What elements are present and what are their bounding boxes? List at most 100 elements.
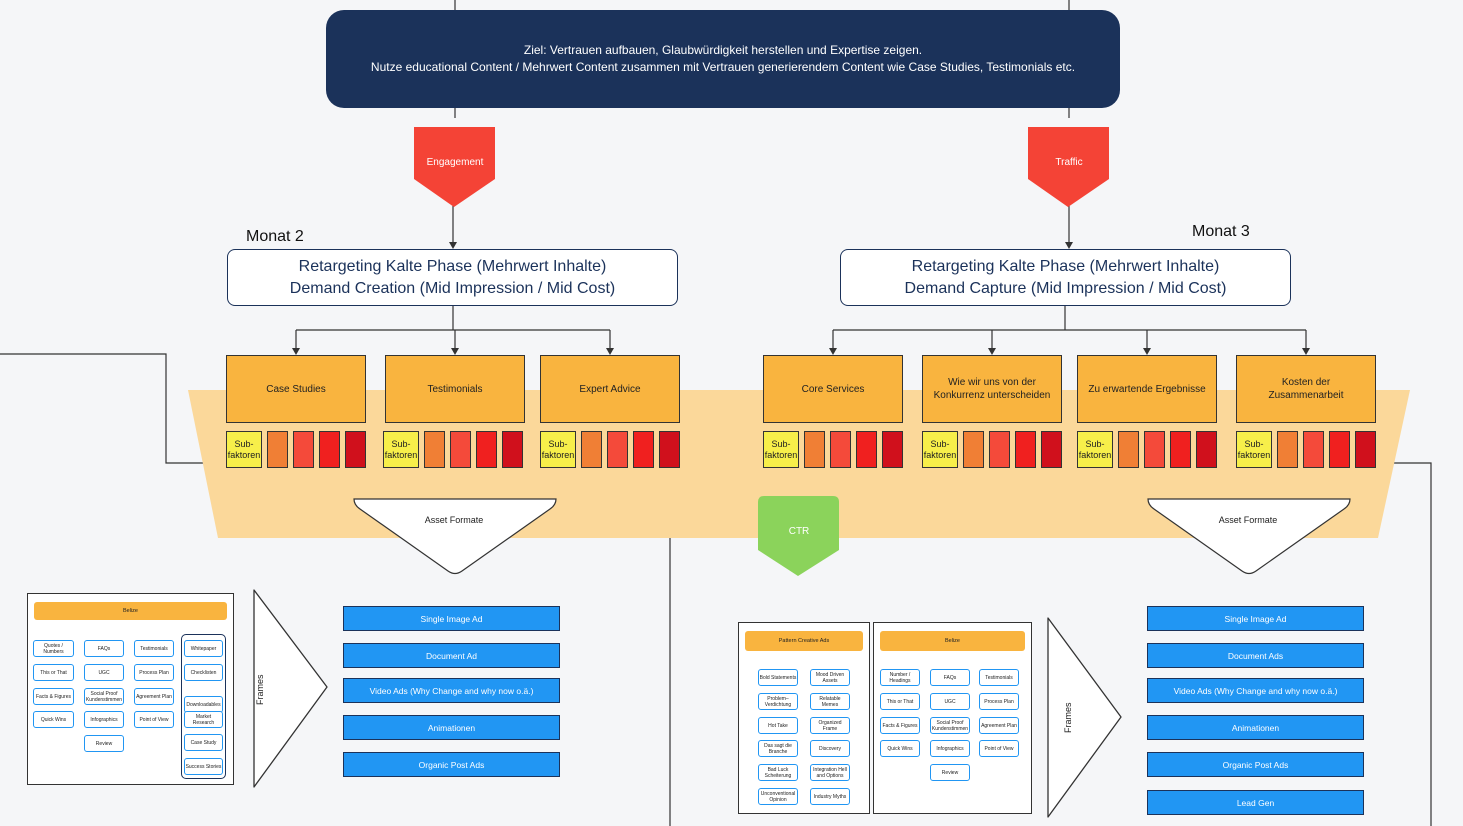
subfactor-square xyxy=(1118,431,1139,468)
subfactor-square xyxy=(963,431,984,468)
subfactor-square xyxy=(267,431,288,468)
doc-chip: Whitepaper xyxy=(184,640,223,657)
category-ergebnisse: Zu erwartende Ergebnisse xyxy=(1077,355,1217,423)
doc-chip: This or That xyxy=(880,693,920,710)
month-left: Monat 2 xyxy=(246,228,304,245)
doc-chip: Number / Headings xyxy=(880,669,920,686)
doc-chip: Bad Luck Scheiterung xyxy=(758,764,798,781)
goal-line-1: Ziel: Vertrauen aufbauen, Glaubwürdigkei… xyxy=(523,43,923,57)
subfactor-label-box: Sub-faktoren xyxy=(1077,431,1113,468)
doc-right1-header: Pattern Creative Ads xyxy=(745,631,863,651)
subfactor-label-box: Sub-faktoren xyxy=(763,431,799,468)
doc-left-group xyxy=(181,634,226,779)
format-right-item: Lead Gen xyxy=(1147,790,1364,815)
asset-triangle-left xyxy=(353,498,557,575)
doc-chip: Mood Driven Assets xyxy=(810,669,850,686)
subfactor-square xyxy=(1015,431,1036,468)
asset-label-right: Asset Formate xyxy=(1218,515,1278,525)
phase-left-line-2: Demand Creation (Mid Impression / Mid Co… xyxy=(289,279,616,297)
engagement-tag-shape xyxy=(414,127,495,207)
subfactor-square xyxy=(989,431,1010,468)
traffic-tag-shape xyxy=(1028,127,1109,207)
subfactor-square xyxy=(1196,431,1217,468)
doc-chip: Facts & Figures xyxy=(33,688,74,705)
frames-label-left: Frames xyxy=(255,674,265,705)
subfactor-square xyxy=(1277,431,1298,468)
doc-chip: Review xyxy=(84,735,124,752)
phase-left-line-1: Retargeting Kalte Phase (Mehrwert Inhalt… xyxy=(298,257,607,275)
engagement-tag-label: Engagement xyxy=(426,157,484,168)
format-right-item: Document Ads xyxy=(1147,643,1364,668)
frames-label-right: Frames xyxy=(1063,702,1073,733)
asset-triangle-right xyxy=(1147,498,1351,575)
subfactor-label-box: Sub-faktoren xyxy=(540,431,576,468)
format-right-item: Animationen xyxy=(1147,715,1364,740)
format-right-item: Single Image Ad xyxy=(1147,606,1364,631)
doc-chip: Review xyxy=(930,764,970,781)
doc-chip: FAQs xyxy=(930,669,970,686)
subfactor-square xyxy=(856,431,877,468)
subfactor-square xyxy=(581,431,602,468)
goal-box: Ziel: Vertrauen aufbauen, Glaubwürdigkei… xyxy=(326,10,1120,108)
doc-chip: Infographics xyxy=(930,740,970,757)
format-right-item: Organic Post Ads xyxy=(1147,752,1364,777)
doc-chip: Social Proof Kundenstimmen xyxy=(930,717,970,734)
phase-right-line-2: Demand Capture (Mid Impression / Mid Cos… xyxy=(904,279,1227,297)
doc-chip: Organized Frame xyxy=(810,717,850,734)
format-left-item: Animationen xyxy=(343,715,560,740)
format-left-item: Organic Post Ads xyxy=(343,752,560,777)
subfactor-square xyxy=(293,431,314,468)
goal-line-2: Nutze educational Content / Mehrwert Con… xyxy=(370,60,1076,74)
doc-chip: Quick Wins xyxy=(880,740,920,757)
subfactor-square xyxy=(502,431,523,468)
phase-box-left: Retargeting Kalte Phase (Mehrwert Inhalt… xyxy=(227,249,678,306)
month-right: Monat 3 xyxy=(1192,223,1250,240)
doc-chip: UGC xyxy=(930,693,970,710)
doc-chip: Integration Hell and Options xyxy=(810,764,850,781)
subfactor-square xyxy=(450,431,471,468)
doc-chip: Unconventional Opinion xyxy=(758,788,798,805)
doc-chip: Case Study xyxy=(184,734,223,751)
doc-chip: Agreement Plan xyxy=(134,688,174,705)
doc-chip: Checklisten xyxy=(184,664,223,681)
subfactor-square xyxy=(659,431,680,468)
format-left-item: Single Image Ad xyxy=(343,606,560,631)
category-core-services: Core Services xyxy=(763,355,903,423)
subfactor-square xyxy=(633,431,654,468)
subfactor-label-box: Sub-faktoren xyxy=(922,431,958,468)
subfactor-square xyxy=(607,431,628,468)
traffic-tag-label: Traffic xyxy=(1055,157,1083,168)
category-expert-advice: Expert Advice xyxy=(540,355,680,423)
ctr-tag-label: CTR xyxy=(788,526,810,537)
doc-chip: This or That xyxy=(33,664,74,681)
doc-chip: FAQs xyxy=(84,640,124,657)
frames-chevron-left xyxy=(253,589,328,788)
doc-chip: Discovery xyxy=(810,740,850,757)
doc-chip: Problem–Verdichtung xyxy=(758,693,798,710)
subfactor-label-box: Sub-faktoren xyxy=(226,431,262,468)
category-testimonials: Testimonials xyxy=(385,355,525,423)
doc-chip: Infographics xyxy=(84,711,124,728)
doc-chip: Testimonials xyxy=(979,669,1019,686)
category-kosten: Kosten der Zusammenarbeit xyxy=(1236,355,1376,423)
doc-chip: Quick Wins xyxy=(33,711,74,728)
subfactor-label-box: Sub-faktoren xyxy=(383,431,419,468)
doc-chip: Process Plan xyxy=(134,664,174,681)
doc-chip: Point of View xyxy=(134,711,174,728)
doc-chip: Social Proof Kundenstimmen xyxy=(84,688,124,705)
category-konkurrenz: Wie wir uns von der Konkurrenz untersche… xyxy=(922,355,1062,423)
doc-chip: Agreement Plan xyxy=(979,717,1019,734)
subfactor-square xyxy=(1355,431,1376,468)
subfactor-square xyxy=(1329,431,1350,468)
phase-right-line-1: Retargeting Kalte Phase (Mehrwert Inhalt… xyxy=(911,257,1220,275)
doc-chip: Success Stories xyxy=(184,758,223,775)
doc-chip: Quotes / Numbers xyxy=(33,640,74,657)
subfactor-square xyxy=(1170,431,1191,468)
doc-chip: Point of View xyxy=(979,740,1019,757)
subfactor-label-box: Sub-faktoren xyxy=(1236,431,1272,468)
subfactor-square xyxy=(319,431,340,468)
